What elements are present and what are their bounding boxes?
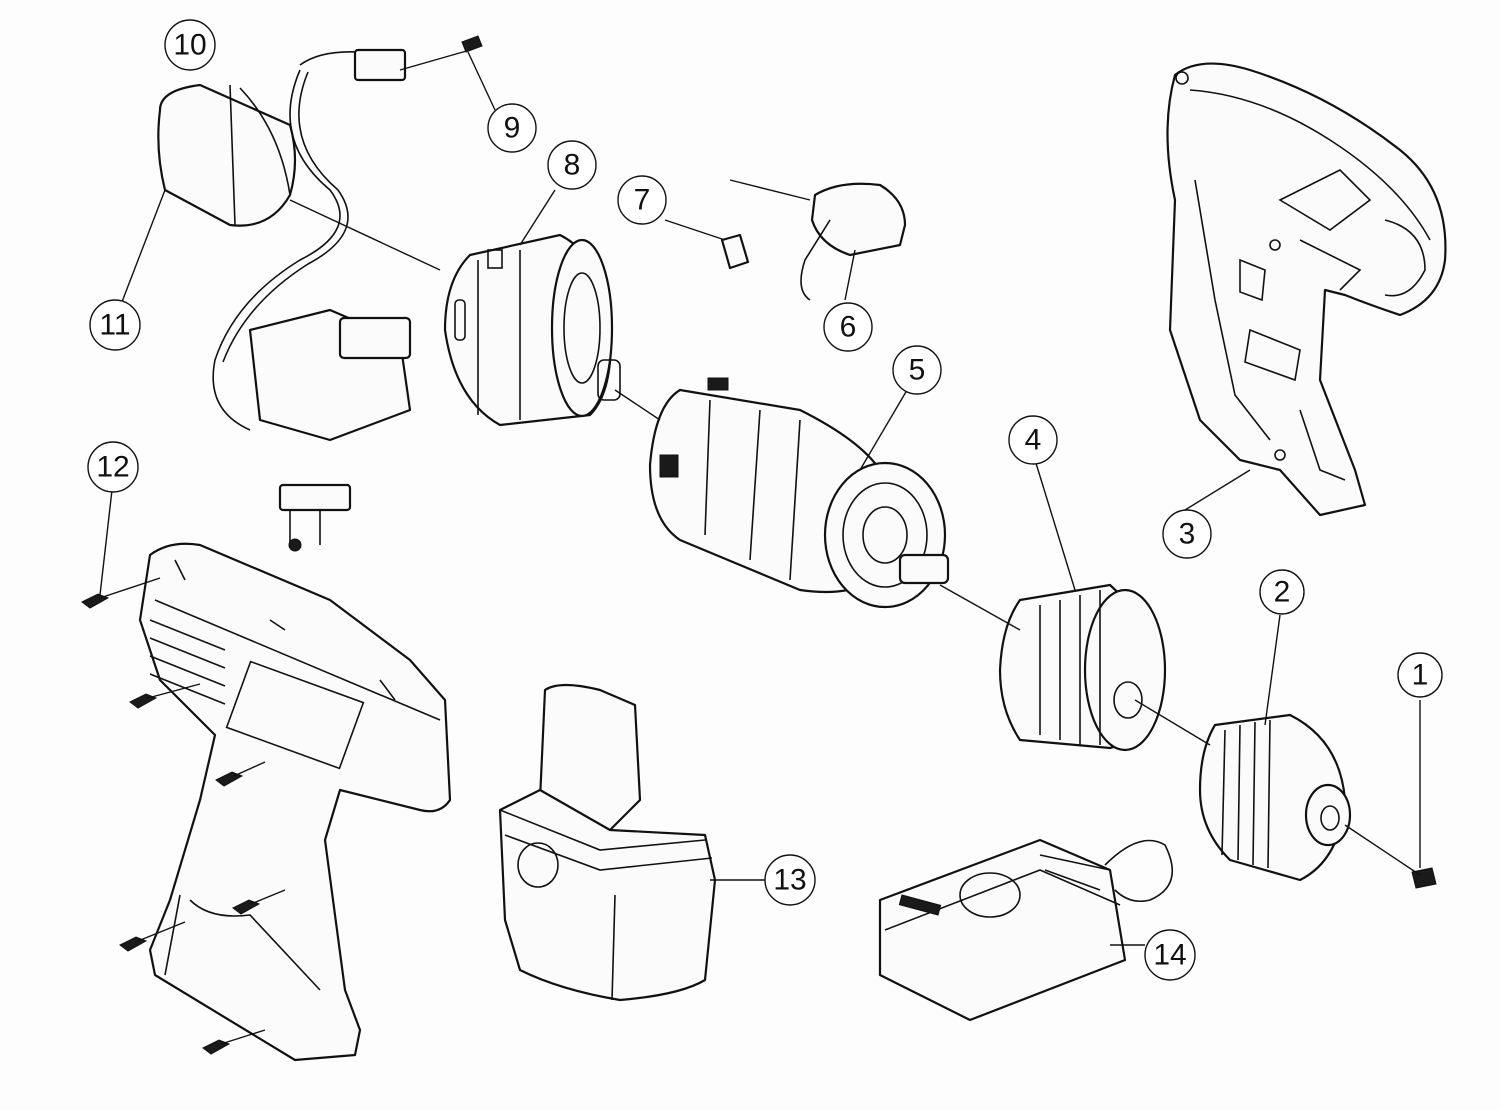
leader-9-screw — [399, 49, 471, 71]
callout-8: 8 — [547, 140, 597, 190]
callout-8-number: 8 — [564, 149, 581, 182]
callout-2-number: 2 — [1274, 576, 1291, 609]
leader-7 — [664, 219, 726, 241]
leader-2 — [1264, 614, 1281, 726]
callout-1-number: 1 — [1412, 659, 1429, 692]
screw-part-9 — [461, 35, 483, 53]
part-chuck-screw — [1344, 824, 1437, 889]
part-motor — [443, 233, 621, 427]
callout-11: 11 — [89, 299, 141, 351]
callout-3: 3 — [1162, 509, 1212, 559]
part-battery-pack — [498, 683, 717, 1002]
callout-5: 5 — [892, 345, 942, 395]
part-left-housing-half — [138, 542, 452, 1062]
callout-9-number: 9 — [504, 112, 521, 145]
callout-6-number: 6 — [840, 311, 857, 344]
part-spring-clip — [720, 233, 750, 270]
part-charger — [878, 838, 1174, 1022]
callout-10-number: 10 — [173, 29, 206, 62]
part-keyless-chuck — [1198, 713, 1352, 882]
leader-8 — [519, 189, 556, 246]
axis-line-motor-gearbox — [614, 389, 661, 421]
leader-11 — [114, 189, 166, 321]
callout-4-number: 4 — [1025, 424, 1042, 457]
callout-1: 1 — [1397, 652, 1443, 698]
callout-14: 14 — [1144, 929, 1196, 981]
part-chuck-sleeve — [998, 583, 1167, 752]
leader-6 — [844, 249, 856, 301]
callout-6: 6 — [823, 302, 873, 352]
part-switch-and-wiring — [212, 48, 412, 552]
leader-9 — [467, 51, 496, 111]
dash-line-switch — [729, 179, 811, 201]
part-right-housing-half — [1166, 62, 1447, 517]
part-switch-button — [800, 182, 907, 301]
callout-9: 9 — [487, 103, 537, 153]
callout-7: 7 — [617, 175, 667, 225]
leader-12 — [99, 489, 113, 596]
callout-3-number: 3 — [1179, 518, 1196, 551]
axis-line-chuck-chuck — [1134, 699, 1211, 746]
callout-14-number: 14 — [1153, 939, 1186, 972]
callout-7-number: 7 — [634, 184, 651, 217]
leader-5 — [859, 384, 911, 471]
callout-4: 4 — [1008, 415, 1058, 465]
axis-line-cover-motor — [289, 199, 441, 271]
leader-4 — [1034, 459, 1076, 591]
part-terminal-cover — [157, 83, 297, 227]
callout-12: 12 — [87, 441, 139, 493]
callout-5-number: 5 — [909, 354, 926, 387]
callout-13-number: 13 — [773, 864, 806, 897]
callout-13: 13 — [764, 854, 816, 906]
leader-lines — [99, 35, 1421, 946]
callout-10: 10 — [164, 19, 216, 71]
callout-2: 2 — [1259, 569, 1305, 615]
part-gearbox — [648, 377, 950, 609]
leader-3 — [1184, 469, 1251, 511]
housing-screws — [81, 577, 286, 1055]
callout-12-number: 12 — [96, 451, 129, 484]
axis-line-gearbox-chuck — [939, 584, 1021, 631]
callout-11-number: 11 — [99, 309, 130, 342]
